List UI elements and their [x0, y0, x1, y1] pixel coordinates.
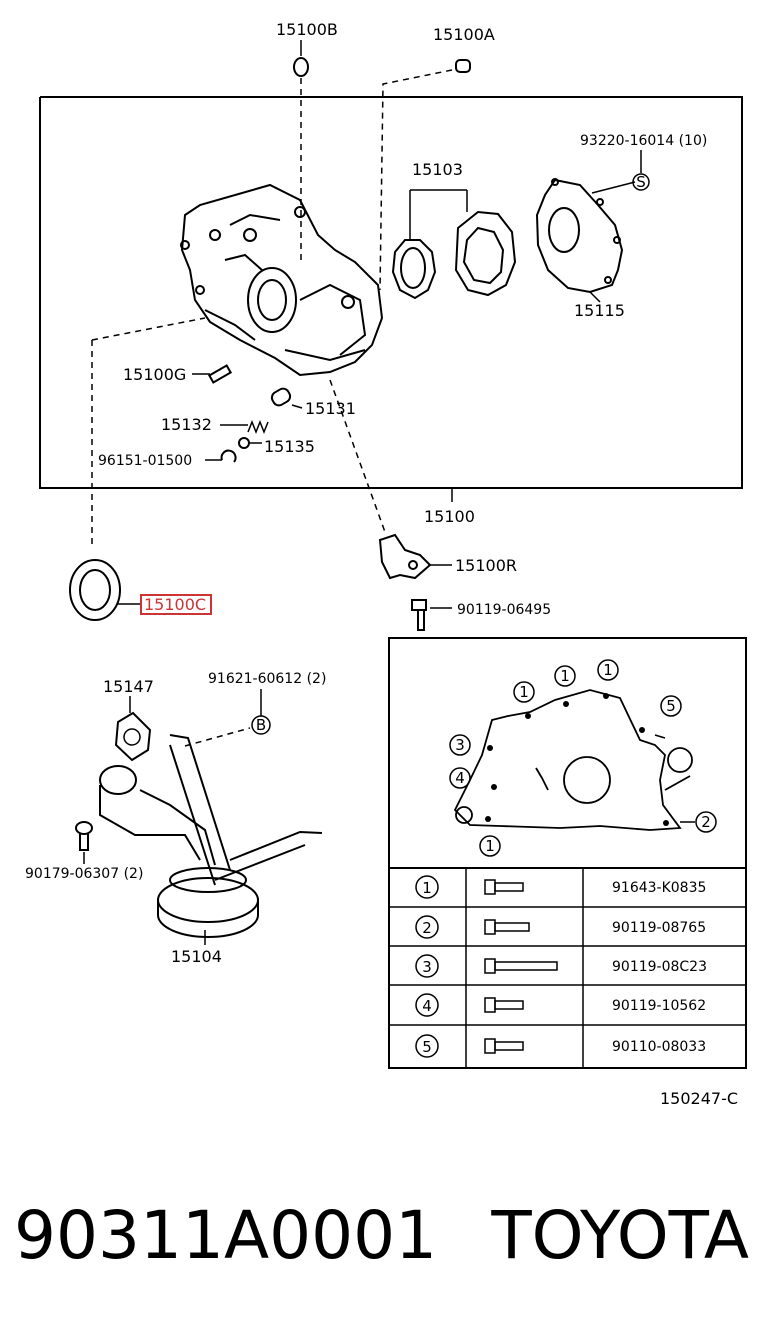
- label-15132: 15132: [161, 415, 212, 434]
- pin-15100A: [455, 59, 471, 73]
- loc-marker-5: 5: [666, 697, 676, 715]
- marker-b-label: B: [256, 716, 266, 734]
- table-key-4: 4: [422, 997, 432, 1015]
- label-90119-06495: 90119-06495: [457, 602, 551, 618]
- label-15100A: 15100A: [433, 25, 495, 44]
- loc-marker-1d: 1: [485, 837, 495, 855]
- location-markers: [449, 659, 717, 857]
- table-key-3: 3: [422, 958, 432, 976]
- gear-set-15103: [391, 210, 517, 300]
- label-15135: 15135: [264, 437, 315, 456]
- loc-marker-2: 2: [701, 813, 711, 831]
- marker-s-label: S: [636, 173, 646, 191]
- pump-outline-locations: [453, 689, 693, 831]
- label-15100B: 15100B: [276, 20, 338, 39]
- table-key-2: 2: [422, 919, 432, 937]
- label-15103: 15103: [412, 160, 463, 179]
- bolt-location-panel: [388, 637, 747, 1069]
- main-frame: [39, 96, 743, 489]
- loc-marker-1c: 1: [603, 661, 613, 679]
- bolt-icon: [484, 879, 558, 1054]
- sensor-15100R: [378, 533, 432, 580]
- relief-valve-15131: [270, 387, 292, 407]
- bolt-90179-06307: [75, 821, 93, 851]
- loc-marker-4: 4: [455, 769, 465, 787]
- oil-strainer-15104: [99, 734, 323, 938]
- highlight-box: [140, 594, 212, 615]
- part-number: 90311A0001: [14, 1196, 438, 1274]
- label-93220: 93220-16014 (10): [580, 133, 707, 149]
- label-15115: 15115: [574, 301, 625, 320]
- diagram-code: 150247-C: [660, 1089, 738, 1108]
- label-90179: 90179-06307 (2): [25, 866, 143, 882]
- table-key-circles: [415, 875, 439, 1058]
- loc-marker-3: 3: [455, 736, 465, 754]
- label-15147: 15147: [103, 677, 154, 696]
- marker-s: [632, 173, 650, 191]
- bolt-90119-06495: [411, 599, 427, 631]
- table-key-5: 5: [422, 1038, 432, 1056]
- loc-marker-1b: 1: [560, 667, 570, 685]
- plug-15135: [238, 437, 250, 449]
- pump-cover-15115: [535, 178, 624, 294]
- spring-15132: [247, 419, 269, 435]
- table-part-2: 90119-08765: [612, 920, 706, 936]
- label-15131: 15131: [305, 399, 356, 418]
- loc-marker-1a: 1: [519, 683, 529, 701]
- o-ring-15100B: [293, 57, 309, 77]
- gasket-15147: [114, 711, 152, 762]
- table-part-4: 90119-10562: [612, 998, 706, 1014]
- label-91621: 91621-60612 (2): [208, 671, 326, 687]
- oil-seal-15100C: [69, 559, 121, 621]
- pump-body: [180, 183, 384, 377]
- table-part-1: 91643-K0835: [612, 880, 706, 896]
- label-15104: 15104: [171, 947, 222, 966]
- brand-name: TOYOTA: [491, 1196, 749, 1274]
- snap-ring-96151: [220, 449, 237, 463]
- label-15100: 15100: [424, 507, 475, 526]
- table-part-5: 90110-08033: [612, 1039, 706, 1055]
- label-15100C: 15100C: [144, 595, 206, 614]
- table-key-1: 1: [422, 879, 432, 897]
- stud-15100G: [207, 364, 233, 384]
- table-part-3: 90119-08C23: [612, 959, 707, 975]
- label-15100R: 15100R: [455, 556, 517, 575]
- label-15100G: 15100G: [123, 365, 186, 384]
- footer-caption: 90311A0001 TOYOTA: [14, 1190, 749, 1280]
- label-96151: 96151-01500: [98, 453, 192, 469]
